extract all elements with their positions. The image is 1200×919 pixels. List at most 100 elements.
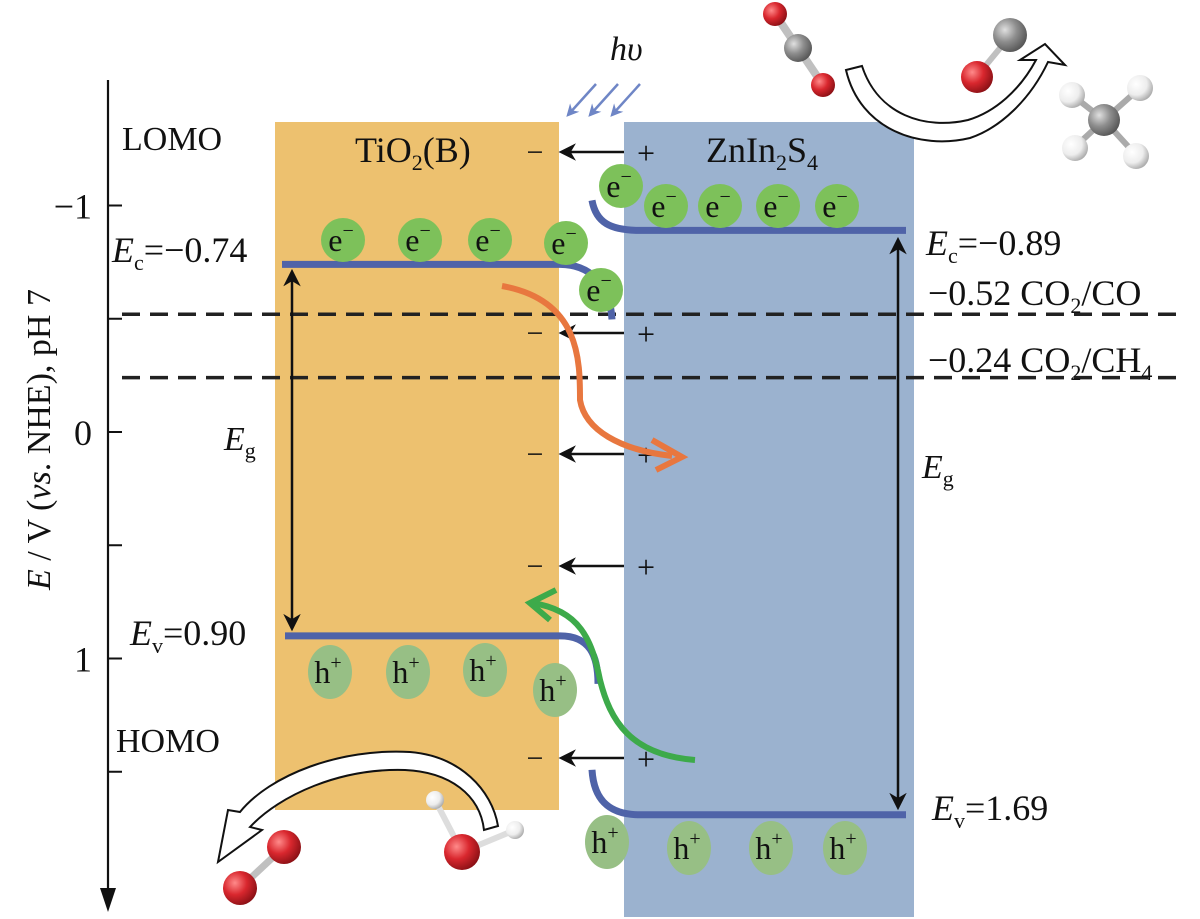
- y-axis-arrowhead: [100, 888, 116, 912]
- tio2-label: TiO2(B): [355, 130, 471, 175]
- znin2s4-ec-label: Ec=−0.89: [925, 223, 1061, 268]
- znin2s4-label: ZnIn2S4: [706, 130, 818, 175]
- hole: h+: [823, 821, 867, 875]
- charge-carriers: e− e− e− e− e− e− e− e− e− e− h+ h+ h+ h+ h+ h+ h+ h+: [308, 164, 867, 875]
- y-axis-tick-label: −1: [54, 187, 92, 227]
- o2-molecule: [223, 830, 301, 905]
- y-axis-tick-label: 1: [74, 640, 92, 680]
- hole-label: h+: [829, 828, 856, 866]
- electron-transfer-path: [501, 283, 673, 459]
- ch4-molecule: [1059, 75, 1153, 169]
- electron: e−: [468, 218, 512, 262]
- hole-circle: [308, 645, 352, 699]
- electron-label: e−: [606, 166, 631, 204]
- electron-circle: [544, 221, 588, 265]
- positive-charge: +: [637, 135, 655, 171]
- electron-label: e−: [405, 220, 430, 258]
- negative-charge: −: [527, 317, 544, 350]
- hydrogen-atom: [1127, 75, 1153, 101]
- electron: e−: [599, 164, 643, 208]
- electron-label: e−: [475, 220, 500, 258]
- hole-circle: [749, 821, 793, 875]
- electron-label: e−: [822, 186, 847, 224]
- curved-arrow-bottom: [216, 750, 500, 865]
- electron: e−: [815, 184, 859, 228]
- electron-circle: [698, 184, 742, 228]
- hole-transfer-path: [531, 600, 696, 763]
- hole-label: h+: [539, 670, 566, 708]
- tio2-ec-label: Ec=−0.74: [111, 230, 247, 275]
- znin2s4-block: [624, 122, 914, 917]
- electron-circle: [579, 268, 623, 312]
- hole: h+: [386, 645, 430, 699]
- electron: e−: [698, 184, 742, 228]
- electron-circle: [599, 164, 643, 208]
- znin2s4-vb-edge: [588, 769, 906, 819]
- y-axis: −1 0 1: [54, 80, 122, 912]
- oxygen-atom: [444, 834, 480, 870]
- hydrogen-atom: [1123, 143, 1149, 169]
- electron-circle: [321, 218, 365, 262]
- electron-label: e−: [705, 186, 730, 224]
- electron: e−: [756, 184, 800, 228]
- lomo-label: LOMO: [122, 121, 222, 158]
- hole-label: h+: [755, 828, 782, 866]
- hole-circle: [533, 663, 577, 717]
- co-molecule: [961, 18, 1027, 93]
- hole: h+: [308, 645, 352, 699]
- electron-circle: [468, 218, 512, 262]
- co2-reduction-arrow: [844, 42, 1068, 143]
- hole-circle: [823, 821, 867, 875]
- electron-label: e−: [328, 220, 353, 258]
- tio2-ev-label: Ev=0.90: [129, 613, 246, 658]
- electron-label: e−: [763, 186, 788, 224]
- hole-label: h+: [392, 652, 419, 690]
- electron-label: e−: [586, 270, 611, 308]
- oxygen-atom: [223, 871, 257, 905]
- electron: e−: [579, 268, 623, 312]
- electron-circle: [644, 184, 688, 228]
- hole: h+: [667, 821, 711, 875]
- znin2s4-eg-label: Eg: [921, 449, 954, 491]
- co2-molecule: [763, 2, 835, 97]
- hole-label: h+: [591, 822, 618, 860]
- hv-label: hυ: [610, 31, 643, 68]
- electron-circle: [398, 218, 442, 262]
- electron-label: e−: [651, 186, 676, 224]
- h2o-molecule: [426, 791, 524, 870]
- hole-transfer-arrowhead: [524, 587, 558, 623]
- light-arrows: [566, 83, 641, 117]
- oxygen-atom: [763, 2, 787, 26]
- y-axis-label: E / V (vs. NHE), pH 7: [21, 289, 58, 591]
- negative-charge: −: [527, 550, 544, 583]
- hole-label: h+: [469, 650, 496, 688]
- znin2s4-cb-edge: [588, 199, 906, 234]
- hydrogen-atom: [426, 791, 444, 809]
- hole: h+: [533, 663, 577, 717]
- redox-label-co: −0.52 CO2/CO: [928, 273, 1141, 318]
- carbon-atom: [993, 18, 1027, 52]
- electron: e−: [398, 218, 442, 262]
- water-oxidation-arrow: [216, 750, 500, 865]
- hole-circle: [667, 821, 711, 875]
- negative-charge: −: [527, 742, 544, 775]
- hydrogen-atom: [506, 821, 524, 839]
- oxygen-atom: [811, 73, 835, 97]
- electron-circle: [756, 184, 800, 228]
- positive-charge: +: [637, 316, 655, 352]
- carbon-atom: [1088, 104, 1120, 136]
- electron-label: e−: [551, 223, 576, 261]
- hole: h+: [463, 643, 507, 697]
- electron-transfer-arrowhead: [650, 437, 689, 473]
- redox-label-ch4: −0.24 CO2/CH4: [928, 340, 1152, 385]
- electron: e−: [644, 184, 688, 228]
- y-axis-tick-label: 0: [74, 413, 92, 453]
- hole-label: h+: [673, 828, 700, 866]
- hole-circle: [386, 645, 430, 699]
- light-ray: [588, 83, 619, 117]
- electron: e−: [544, 221, 588, 265]
- hole-label: h+: [314, 652, 341, 690]
- oxygen-atom: [267, 830, 301, 864]
- homo-label: HOMO: [116, 723, 220, 760]
